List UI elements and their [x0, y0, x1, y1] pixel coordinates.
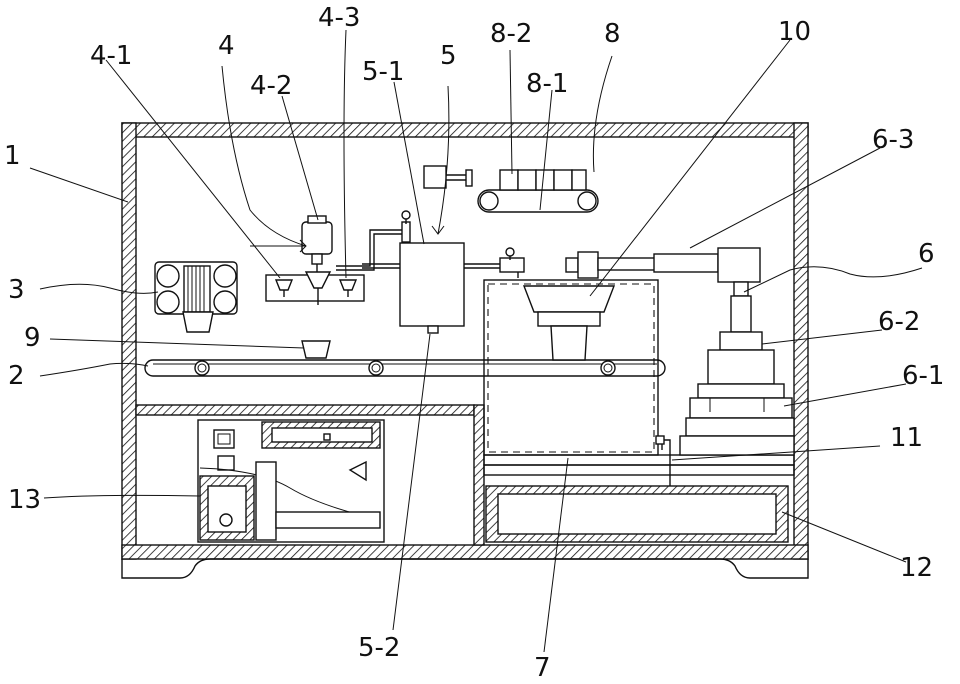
label-5: 5 [440, 41, 457, 71]
water-tank [400, 243, 464, 333]
label-3: 3 [8, 275, 25, 305]
label-10: 10 [778, 17, 811, 47]
conveyor-belt [145, 360, 665, 376]
robot-arm [566, 248, 794, 455]
label-6-2: 6-2 [878, 307, 920, 337]
label-13: 13 [8, 485, 41, 515]
label-4-3: 4-3 [318, 3, 360, 33]
cup [302, 341, 330, 358]
lower-tray [484, 455, 794, 542]
label-5-2: 5-2 [358, 633, 400, 663]
label-4-1: 4-1 [90, 41, 132, 71]
mixing-chamber [484, 280, 670, 492]
label-2: 2 [8, 361, 25, 391]
label-1: 1 [4, 141, 21, 171]
label-8-1: 8-1 [526, 69, 568, 99]
label-4: 4 [218, 31, 235, 61]
label-6: 6 [918, 239, 935, 269]
cup-dispenser [155, 262, 237, 332]
feed-conveyor [424, 166, 598, 212]
control-box [198, 420, 384, 542]
dosing-unit [266, 216, 364, 305]
label-4-2: 4-2 [250, 71, 292, 101]
label-6-1: 6-1 [902, 361, 944, 391]
label-12: 12 [900, 553, 933, 583]
label-8-2: 8-2 [490, 19, 532, 49]
label-11: 11 [890, 423, 923, 453]
label-7: 7 [534, 653, 551, 683]
label-5-1: 5-1 [362, 57, 404, 87]
label-6-3: 6-3 [872, 125, 914, 155]
label-9: 9 [24, 323, 41, 353]
label-8: 8 [604, 19, 621, 49]
